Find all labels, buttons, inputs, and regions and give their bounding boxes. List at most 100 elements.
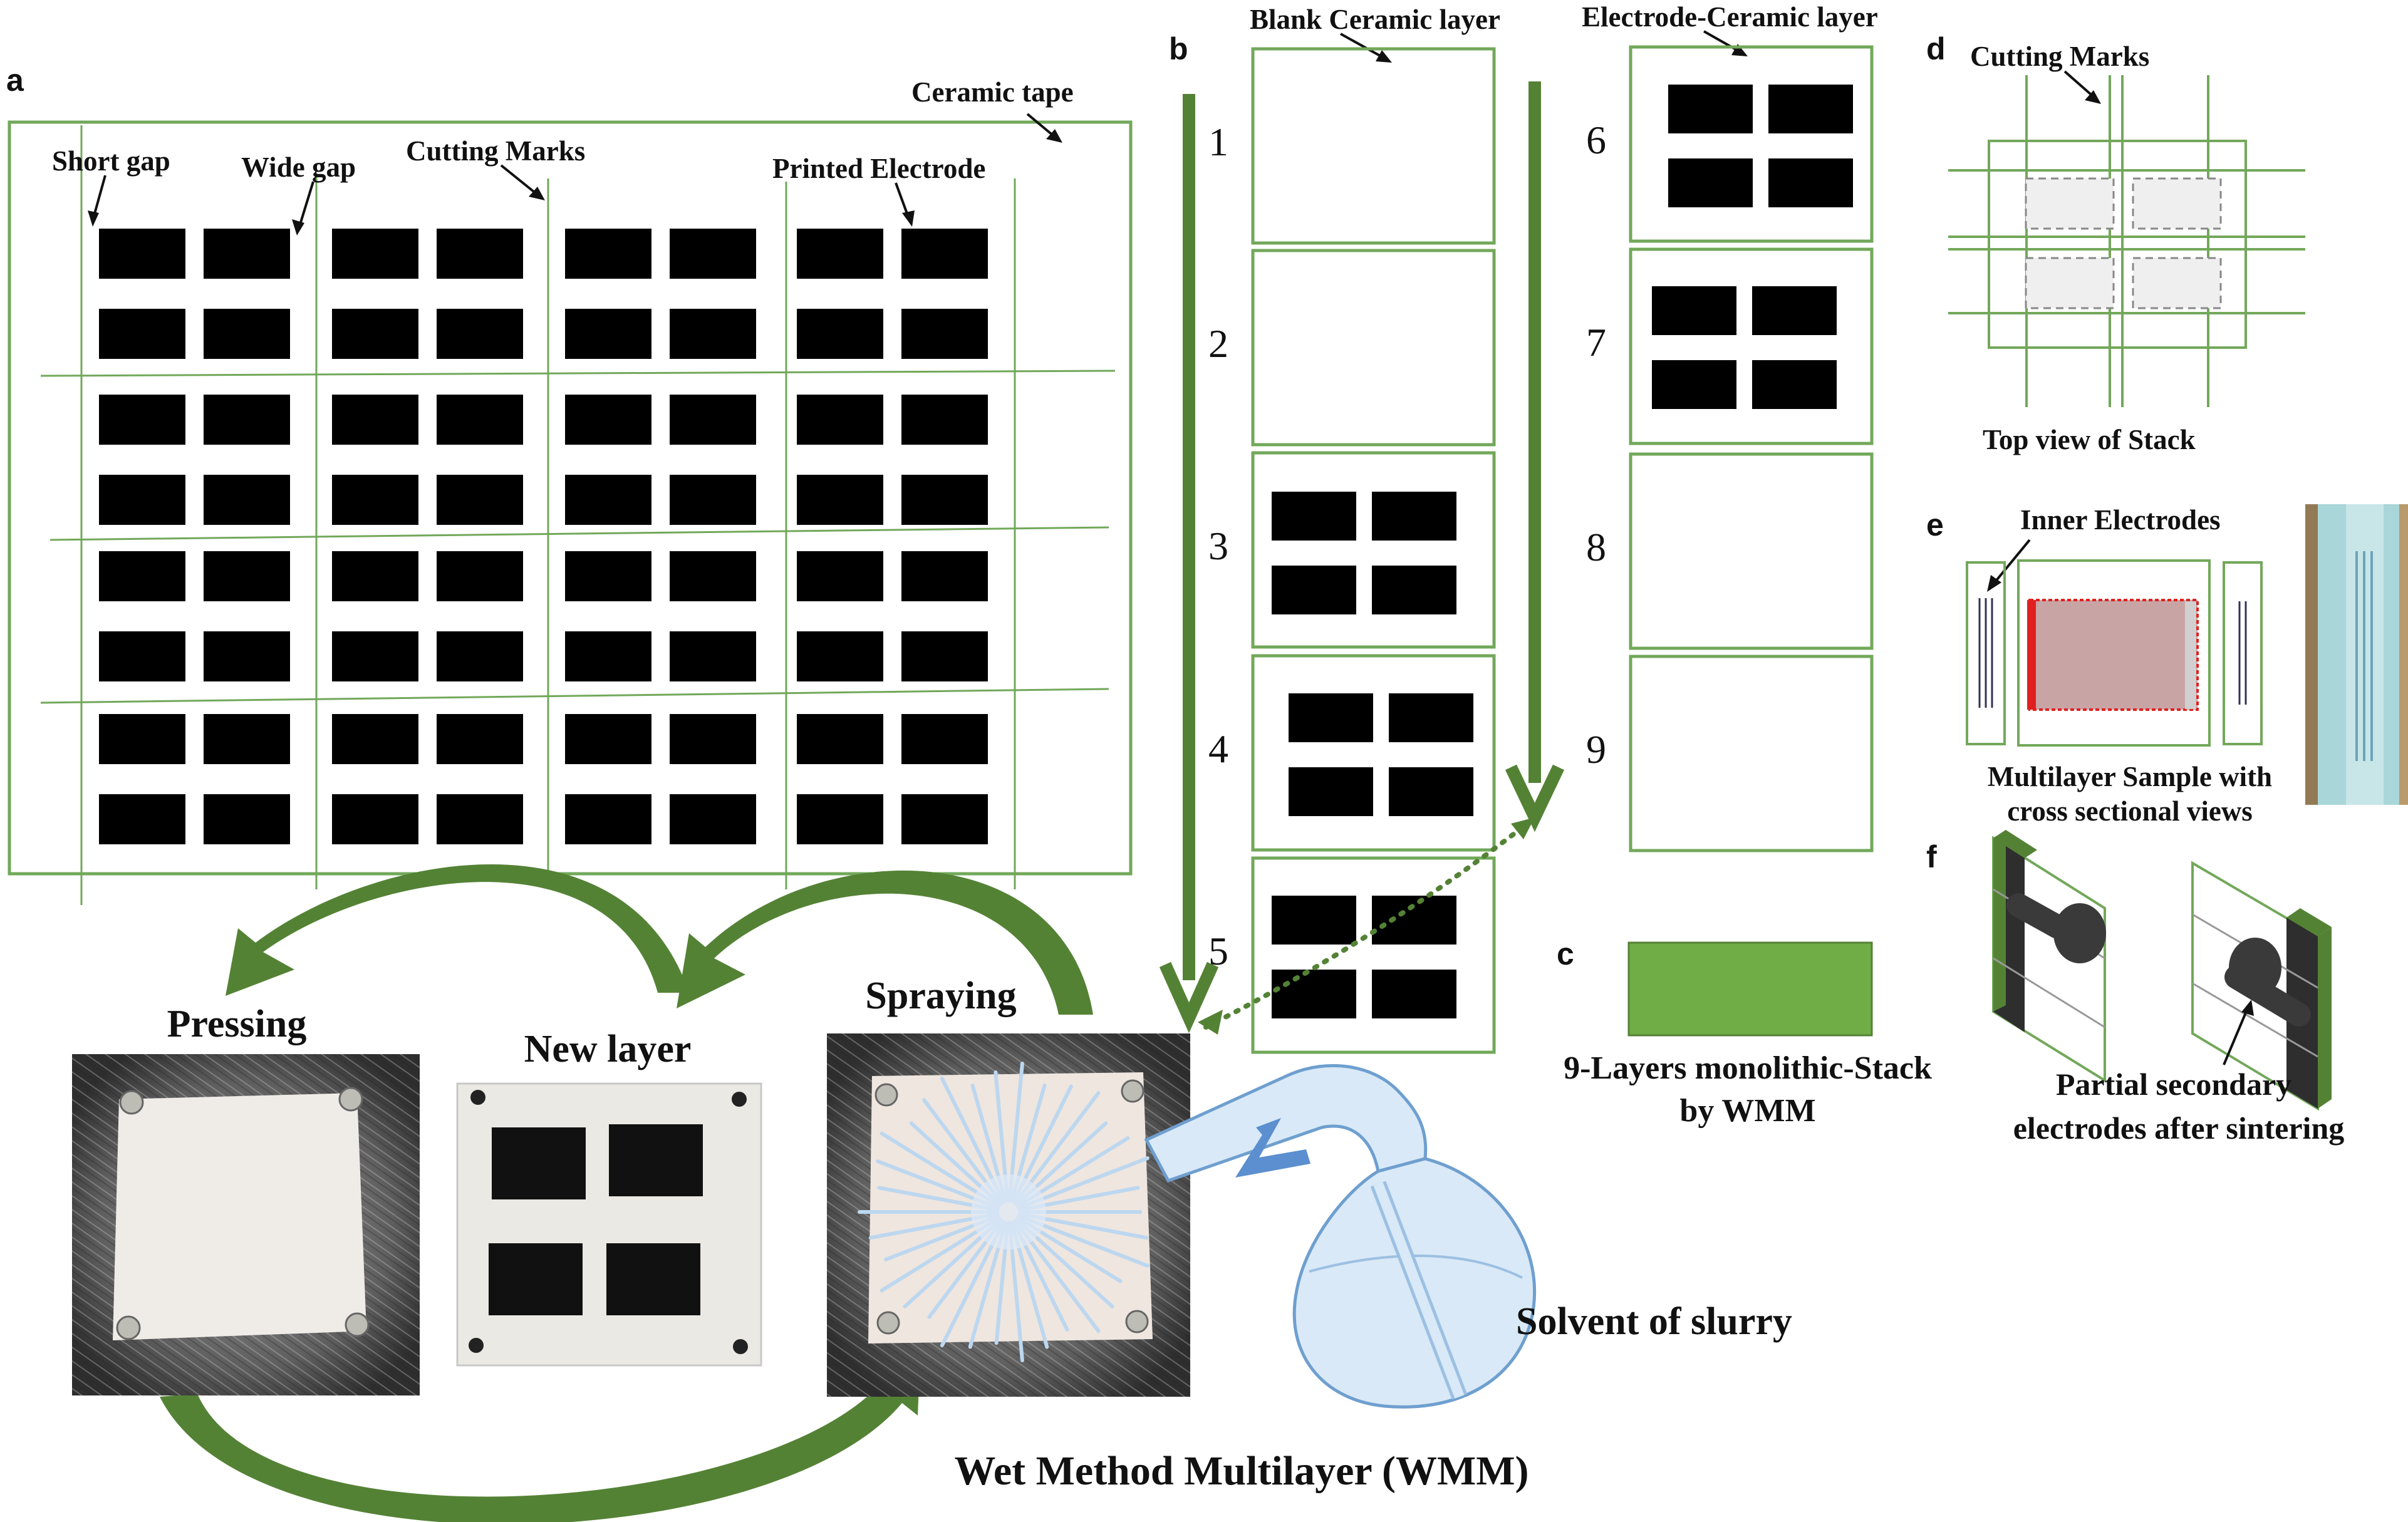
printed-electrode bbox=[797, 229, 883, 279]
layer-electrode bbox=[1768, 85, 1853, 133]
printed-electrode bbox=[332, 551, 418, 601]
sample-electrode-edge bbox=[2027, 600, 2036, 710]
printed-electrode bbox=[437, 475, 523, 525]
panel-a: a Short gap Wide gap Cutting Marks Print… bbox=[6, 63, 1133, 905]
layer-electrode bbox=[1372, 970, 1456, 1018]
label-top-view: Top view of Stack bbox=[1983, 424, 2196, 455]
new-layer-photo bbox=[456, 1082, 762, 1367]
printed-electrode bbox=[332, 395, 418, 445]
panel-e: e Inner Electrodes bbox=[1926, 504, 2408, 827]
printed-electrode bbox=[901, 551, 988, 601]
panel-f: f Partial secondary electrodes after sin bbox=[1926, 830, 2344, 1146]
stacking-arrow-right bbox=[1505, 81, 1565, 832]
ceramic-layer-4 bbox=[1251, 654, 1496, 852]
printed-electrode bbox=[797, 475, 883, 525]
printed-electrode bbox=[437, 794, 523, 844]
arrowhead-cutting-marks-a bbox=[529, 187, 545, 200]
panel-d: d Cutting Marks Top view of Stack bbox=[1926, 31, 2305, 455]
layer-number-2: 2 bbox=[1208, 321, 1228, 366]
arrowhead-printed-electrode bbox=[902, 210, 915, 227]
layer-number-6: 6 bbox=[1586, 118, 1606, 162]
layer-electrode bbox=[1389, 693, 1473, 742]
layer-electrode bbox=[1272, 492, 1356, 541]
printed-electrode bbox=[437, 714, 523, 764]
printed-electrode bbox=[204, 551, 290, 601]
ceramic-layer-8 bbox=[1629, 452, 1874, 650]
layer-electrode bbox=[1389, 767, 1473, 816]
sample-right-edge bbox=[2185, 601, 2196, 709]
ceramic-layer-7 bbox=[1629, 247, 1874, 445]
partial-caption-line2: electrodes after sintering bbox=[2013, 1110, 2345, 1146]
panel-label-c: c bbox=[1557, 936, 1574, 971]
panel-label-b: b bbox=[1169, 31, 1188, 66]
printed-electrode bbox=[901, 309, 988, 359]
hidden-electrodes bbox=[2025, 177, 2222, 309]
printed-electrode bbox=[99, 631, 185, 681]
printed-electrode bbox=[565, 631, 651, 681]
printed-electrode-grid bbox=[99, 229, 988, 844]
cross-section-left bbox=[1966, 561, 2006, 745]
stack-cutting-lines bbox=[1948, 75, 2305, 407]
arrowhead-wide-gap bbox=[292, 219, 304, 236]
printed-electrode bbox=[332, 714, 418, 764]
label-blank-ceramic-layer: Blank Ceramic layer bbox=[1250, 4, 1500, 35]
layer-electrode bbox=[1652, 360, 1736, 409]
arrow-partial-electrodes bbox=[2223, 1005, 2250, 1065]
label-cutting-marks-a: Cutting Marks bbox=[406, 135, 585, 167]
printed-electrode bbox=[204, 395, 290, 445]
ceramic-layer-3 bbox=[1251, 451, 1496, 649]
printed-electrode bbox=[99, 794, 185, 844]
printed-electrode bbox=[565, 309, 651, 359]
printed-electrode bbox=[565, 475, 651, 525]
sample-caption-line1: Multilayer Sample with bbox=[1988, 761, 2272, 792]
printed-electrode bbox=[565, 551, 651, 601]
sample-caption-line2: cross sectional views bbox=[2007, 795, 2253, 827]
layer-number-9: 9 bbox=[1586, 727, 1606, 772]
printed-electrode bbox=[797, 395, 883, 445]
printed-electrode bbox=[99, 395, 185, 445]
label-wmm-title: Wet Method Multilayer (WMM) bbox=[954, 1448, 1528, 1494]
monolithic-stack bbox=[1627, 941, 1873, 1037]
ceramic-layer-1 bbox=[1251, 47, 1496, 245]
sample-body bbox=[2028, 599, 2199, 711]
spray-center bbox=[971, 1174, 1046, 1250]
layer-electrode bbox=[1372, 492, 1456, 541]
printed-electrode bbox=[204, 714, 290, 764]
printed-electrode bbox=[332, 309, 418, 359]
panel-label-f: f bbox=[1926, 839, 1937, 874]
multilayer-sample bbox=[2017, 559, 2211, 747]
printed-electrode bbox=[437, 631, 523, 681]
printed-electrode bbox=[670, 714, 756, 764]
printed-electrode bbox=[99, 229, 185, 279]
printed-electrode bbox=[797, 309, 883, 359]
label-new-layer: New layer bbox=[524, 1028, 692, 1070]
printed-electrode bbox=[901, 714, 988, 764]
printed-electrode bbox=[204, 229, 290, 279]
printed-electrode bbox=[565, 395, 651, 445]
printed-electrode bbox=[901, 794, 988, 844]
printed-electrode bbox=[99, 309, 185, 359]
inner-electrode-lines-right bbox=[2238, 601, 2247, 705]
layer-electrode bbox=[1272, 896, 1356, 945]
partial-caption-line1: Partial secondary bbox=[2056, 1067, 2291, 1102]
label-cutting-marks-d: Cutting Marks bbox=[1970, 41, 2149, 72]
printed-electrode bbox=[437, 395, 523, 445]
label-short-gap: Short gap bbox=[52, 145, 170, 177]
spray-rays bbox=[858, 1062, 1150, 1362]
arrowhead-electrode-layer bbox=[1731, 44, 1748, 56]
panel-label-a: a bbox=[6, 63, 24, 98]
printed-electrode bbox=[901, 229, 988, 279]
panel-b: b Blank Ceramic layer Electrode-Ceramic … bbox=[1159, 1, 1878, 1054]
spraying-photo bbox=[827, 1033, 1190, 1397]
stack-outline bbox=[1988, 140, 2247, 349]
layer-electrode bbox=[1768, 158, 1853, 207]
printed-electrode bbox=[670, 794, 756, 844]
layer-electrode bbox=[1289, 693, 1373, 742]
ceramic-layer-5 bbox=[1251, 856, 1496, 1054]
layer-number-5: 5 bbox=[1208, 929, 1228, 973]
layer-electrode bbox=[1652, 286, 1736, 335]
label-spraying: Spraying bbox=[865, 975, 1016, 1017]
label-ceramic-tape: Ceramic tape bbox=[911, 76, 1074, 108]
layer-electrode bbox=[1372, 566, 1456, 614]
